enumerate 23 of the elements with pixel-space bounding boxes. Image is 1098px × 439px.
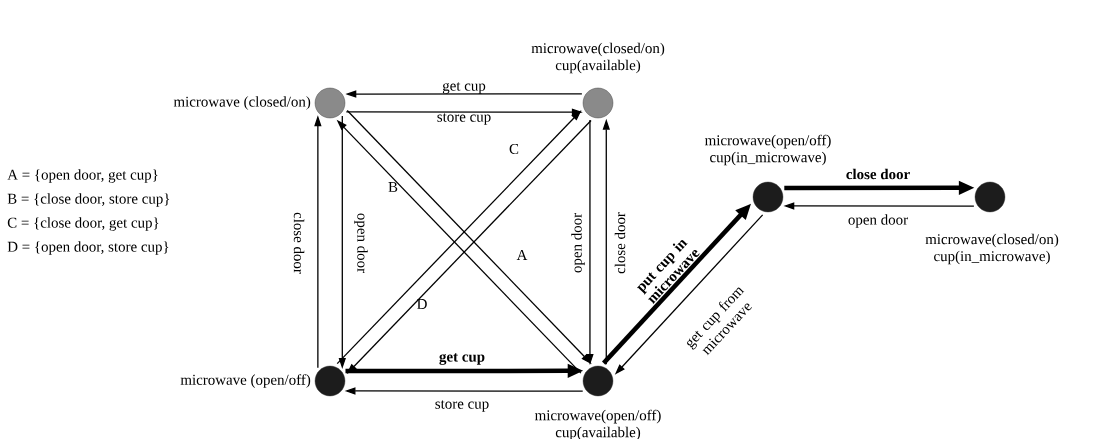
edge-label: C (509, 144, 519, 154)
legend-definition: B = {close door, store cup} (7, 193, 170, 207)
state-label: microwave(closed/on) cup(available) (531, 42, 665, 74)
legend-definition: C = {close door, get cup} (7, 217, 159, 231)
edge-label: close door (293, 212, 305, 274)
state-label: microwave (closed/on) (173, 96, 311, 110)
state-label: microwave(open/off) cup(in_microwave) (704, 134, 831, 166)
edge-label: close door (614, 212, 626, 274)
edge-label: A (516, 250, 528, 260)
edge-label: get cup (439, 353, 485, 365)
edge-label: open door (354, 213, 368, 273)
legend-definition: A = {open door, get cup} (7, 169, 158, 183)
edge-label: D (417, 299, 427, 309)
legend-definition: D = {open door, store cup} (7, 241, 169, 255)
state-label: microwave(closed/on) cup(in_microwave) (925, 233, 1059, 265)
edge-label: close door (846, 168, 910, 180)
edge-label: open door (848, 214, 908, 228)
edge-label: store cup (435, 400, 489, 412)
edge-label: open door (571, 213, 585, 273)
state-label: microwave (open/off) (180, 374, 311, 388)
edge-label: get cup (442, 82, 486, 94)
edge-label: store cup (437, 113, 491, 125)
edge-label: B (388, 182, 398, 192)
